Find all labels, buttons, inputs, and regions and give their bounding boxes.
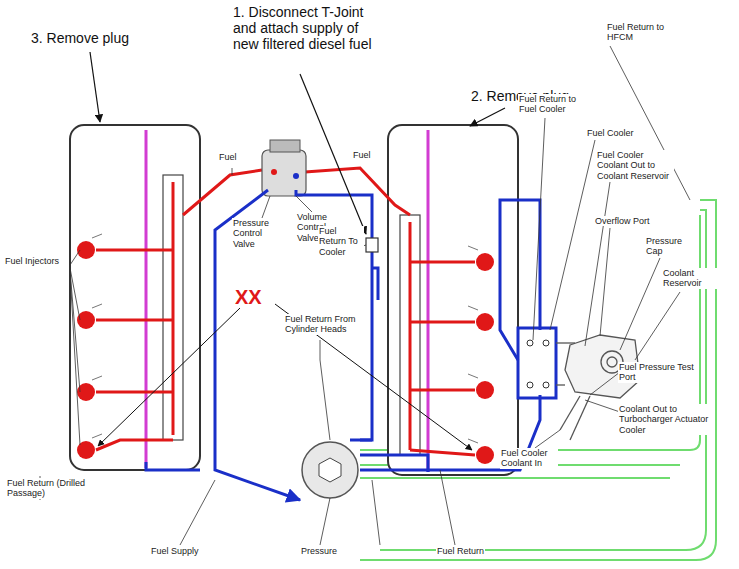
callout-step: 3. Remove plug <box>30 30 130 46</box>
part-label: Fuel Cooler Coolant Out to Coolant Reser… <box>596 150 674 181</box>
part-label: Fuel Supply <box>150 546 200 556</box>
part-label: Pressure Cap <box>645 236 699 257</box>
part-label: Coolant Out to Turbocharger Actuator Coo… <box>618 404 712 435</box>
part-label: Fuel Return To Cooler <box>318 226 364 257</box>
part-label: Fuel Return (Drilled Passage) <box>6 478 88 499</box>
fuel-filter <box>302 442 358 498</box>
callout-step: 1. Disconnect T-Joint and attach supply … <box>232 4 374 52</box>
part-label: Fuel Cooler <box>586 128 635 138</box>
fuel-injectors <box>77 241 494 464</box>
part-label: Fuel Pressure Test Port <box>618 362 698 383</box>
part-label: Overflow Port <box>594 216 651 226</box>
line-label: Fuel <box>218 152 238 162</box>
part-label: Fuel Return <box>436 546 485 556</box>
xx-pointers <box>98 304 472 450</box>
fuel-rail <box>400 215 420 455</box>
drilled-passage <box>427 130 430 472</box>
left-cylinder-head <box>70 125 200 470</box>
part-label: Pressure <box>300 546 338 556</box>
drilled-passage <box>145 130 148 468</box>
part-label: Fuel Return to Fuel Cooler <box>518 94 586 115</box>
t-joint <box>366 238 378 252</box>
leader-lines <box>40 46 690 545</box>
part-label: Pressure Control Valve <box>232 218 284 249</box>
injector-lines <box>96 168 475 455</box>
part-label: Fuel Return to HFCM <box>606 22 668 43</box>
fuel-cooler <box>518 328 556 398</box>
part-label: Fuel Injectors <box>4 256 60 266</box>
fuel-rail <box>163 175 183 440</box>
fuel-return-lines <box>146 190 540 500</box>
warning-mark: XX <box>234 286 263 309</box>
part-label: Coolant Reservoir <box>662 268 724 289</box>
part-label: Fuel Cooler Coolant In <box>500 448 558 469</box>
line-label: Fuel <box>352 150 372 160</box>
part-label: Fuel Return From Cylinder Heads <box>284 314 370 335</box>
high-pressure-pump <box>262 140 306 196</box>
callout-arrows <box>90 52 505 234</box>
